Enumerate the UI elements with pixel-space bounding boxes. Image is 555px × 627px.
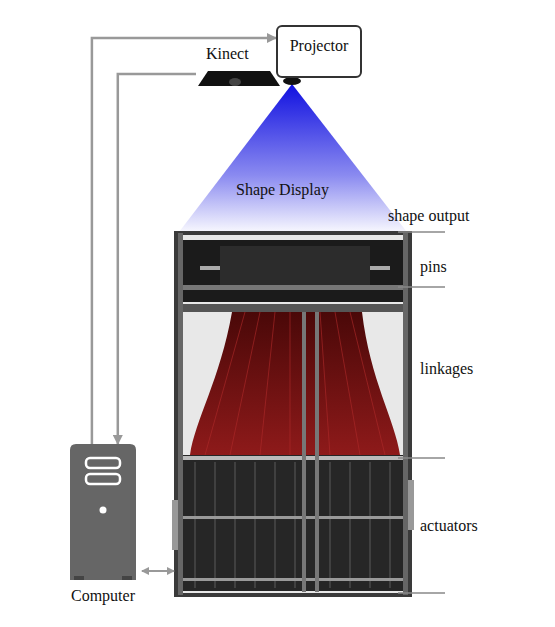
node-label: Projector <box>278 27 360 55</box>
computer-tower-icon <box>70 444 136 580</box>
node-label: Computer <box>66 586 140 605</box>
connector-arrow <box>92 38 276 444</box>
kinect-icon <box>196 68 282 88</box>
kinect-sensor: Kinect <box>196 44 282 88</box>
projection-label: Shape Display <box>236 180 329 199</box>
part-label: linkages <box>420 359 473 378</box>
projector-box: Projector <box>276 25 362 78</box>
connector-arrow <box>118 74 196 444</box>
computer-tower: Computer <box>66 444 140 605</box>
part-label: pins <box>420 257 447 276</box>
part-label: actuators <box>420 516 478 535</box>
node-label: Kinect <box>196 44 282 63</box>
part-label: shape output <box>388 206 469 225</box>
